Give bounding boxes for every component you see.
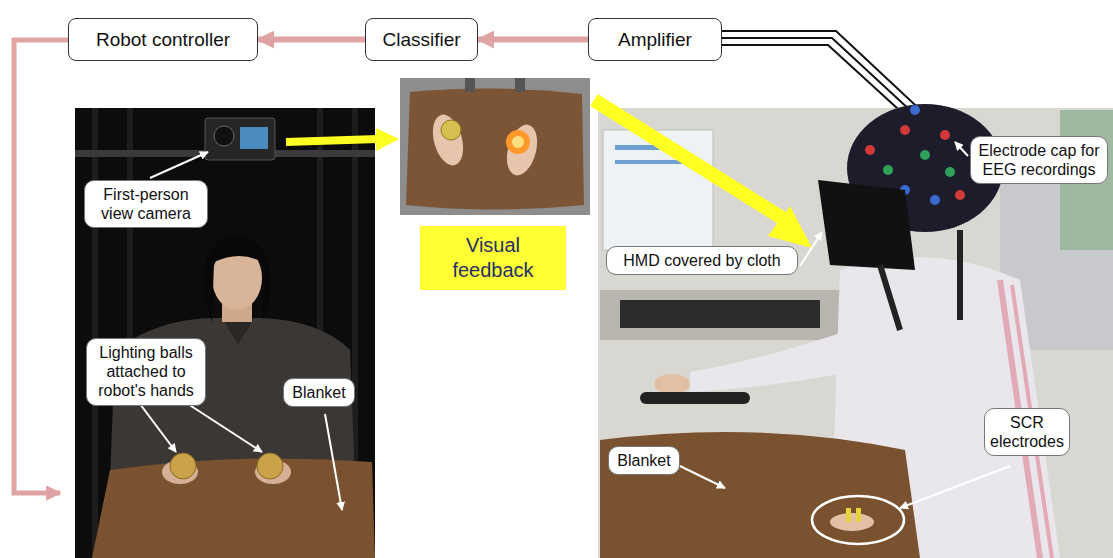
callout-box: First-person view camera: [84, 180, 208, 228]
node-text: Blanket: [292, 383, 345, 402]
robot-photo: [75, 108, 375, 558]
callout-box: HMD covered by cloth: [606, 246, 798, 275]
callout-box: Electrode cap for EEG recordings: [970, 136, 1108, 184]
node-text: SCR electrodes: [990, 413, 1064, 451]
flow-arrow: [258, 37, 365, 43]
participant-photo: [598, 104, 1113, 558]
feedback-image: [400, 78, 590, 215]
node-text: Amplifier: [618, 29, 692, 51]
node-text: Robot controller: [96, 29, 230, 51]
feedback-label: Visual feedback: [420, 226, 566, 290]
callout-box: Lighting balls attached to robot's hands: [86, 338, 206, 406]
process-box: Robot controller: [68, 18, 258, 61]
callout-box: Blanket: [608, 446, 680, 475]
node-text: First-person view camera: [91, 185, 201, 223]
flow-arrow: [478, 37, 588, 43]
callout-box: Blanket: [283, 378, 355, 407]
control-line: [14, 40, 68, 493]
process-box: Amplifier: [588, 18, 722, 61]
node-text: Lighting balls attached to robot's hands: [93, 343, 199, 401]
process-box: Classifier: [365, 18, 478, 61]
node-text: Classifier: [382, 29, 460, 51]
node-text: HMD covered by cloth: [623, 251, 780, 270]
node-text: Electrode cap for EEG recordings: [977, 141, 1101, 179]
node-text: Visual feedback: [428, 233, 558, 283]
leader-lines: [140, 142, 1010, 510]
callout-box: SCR electrodes: [984, 408, 1070, 456]
node-text: Blanket: [617, 451, 670, 470]
